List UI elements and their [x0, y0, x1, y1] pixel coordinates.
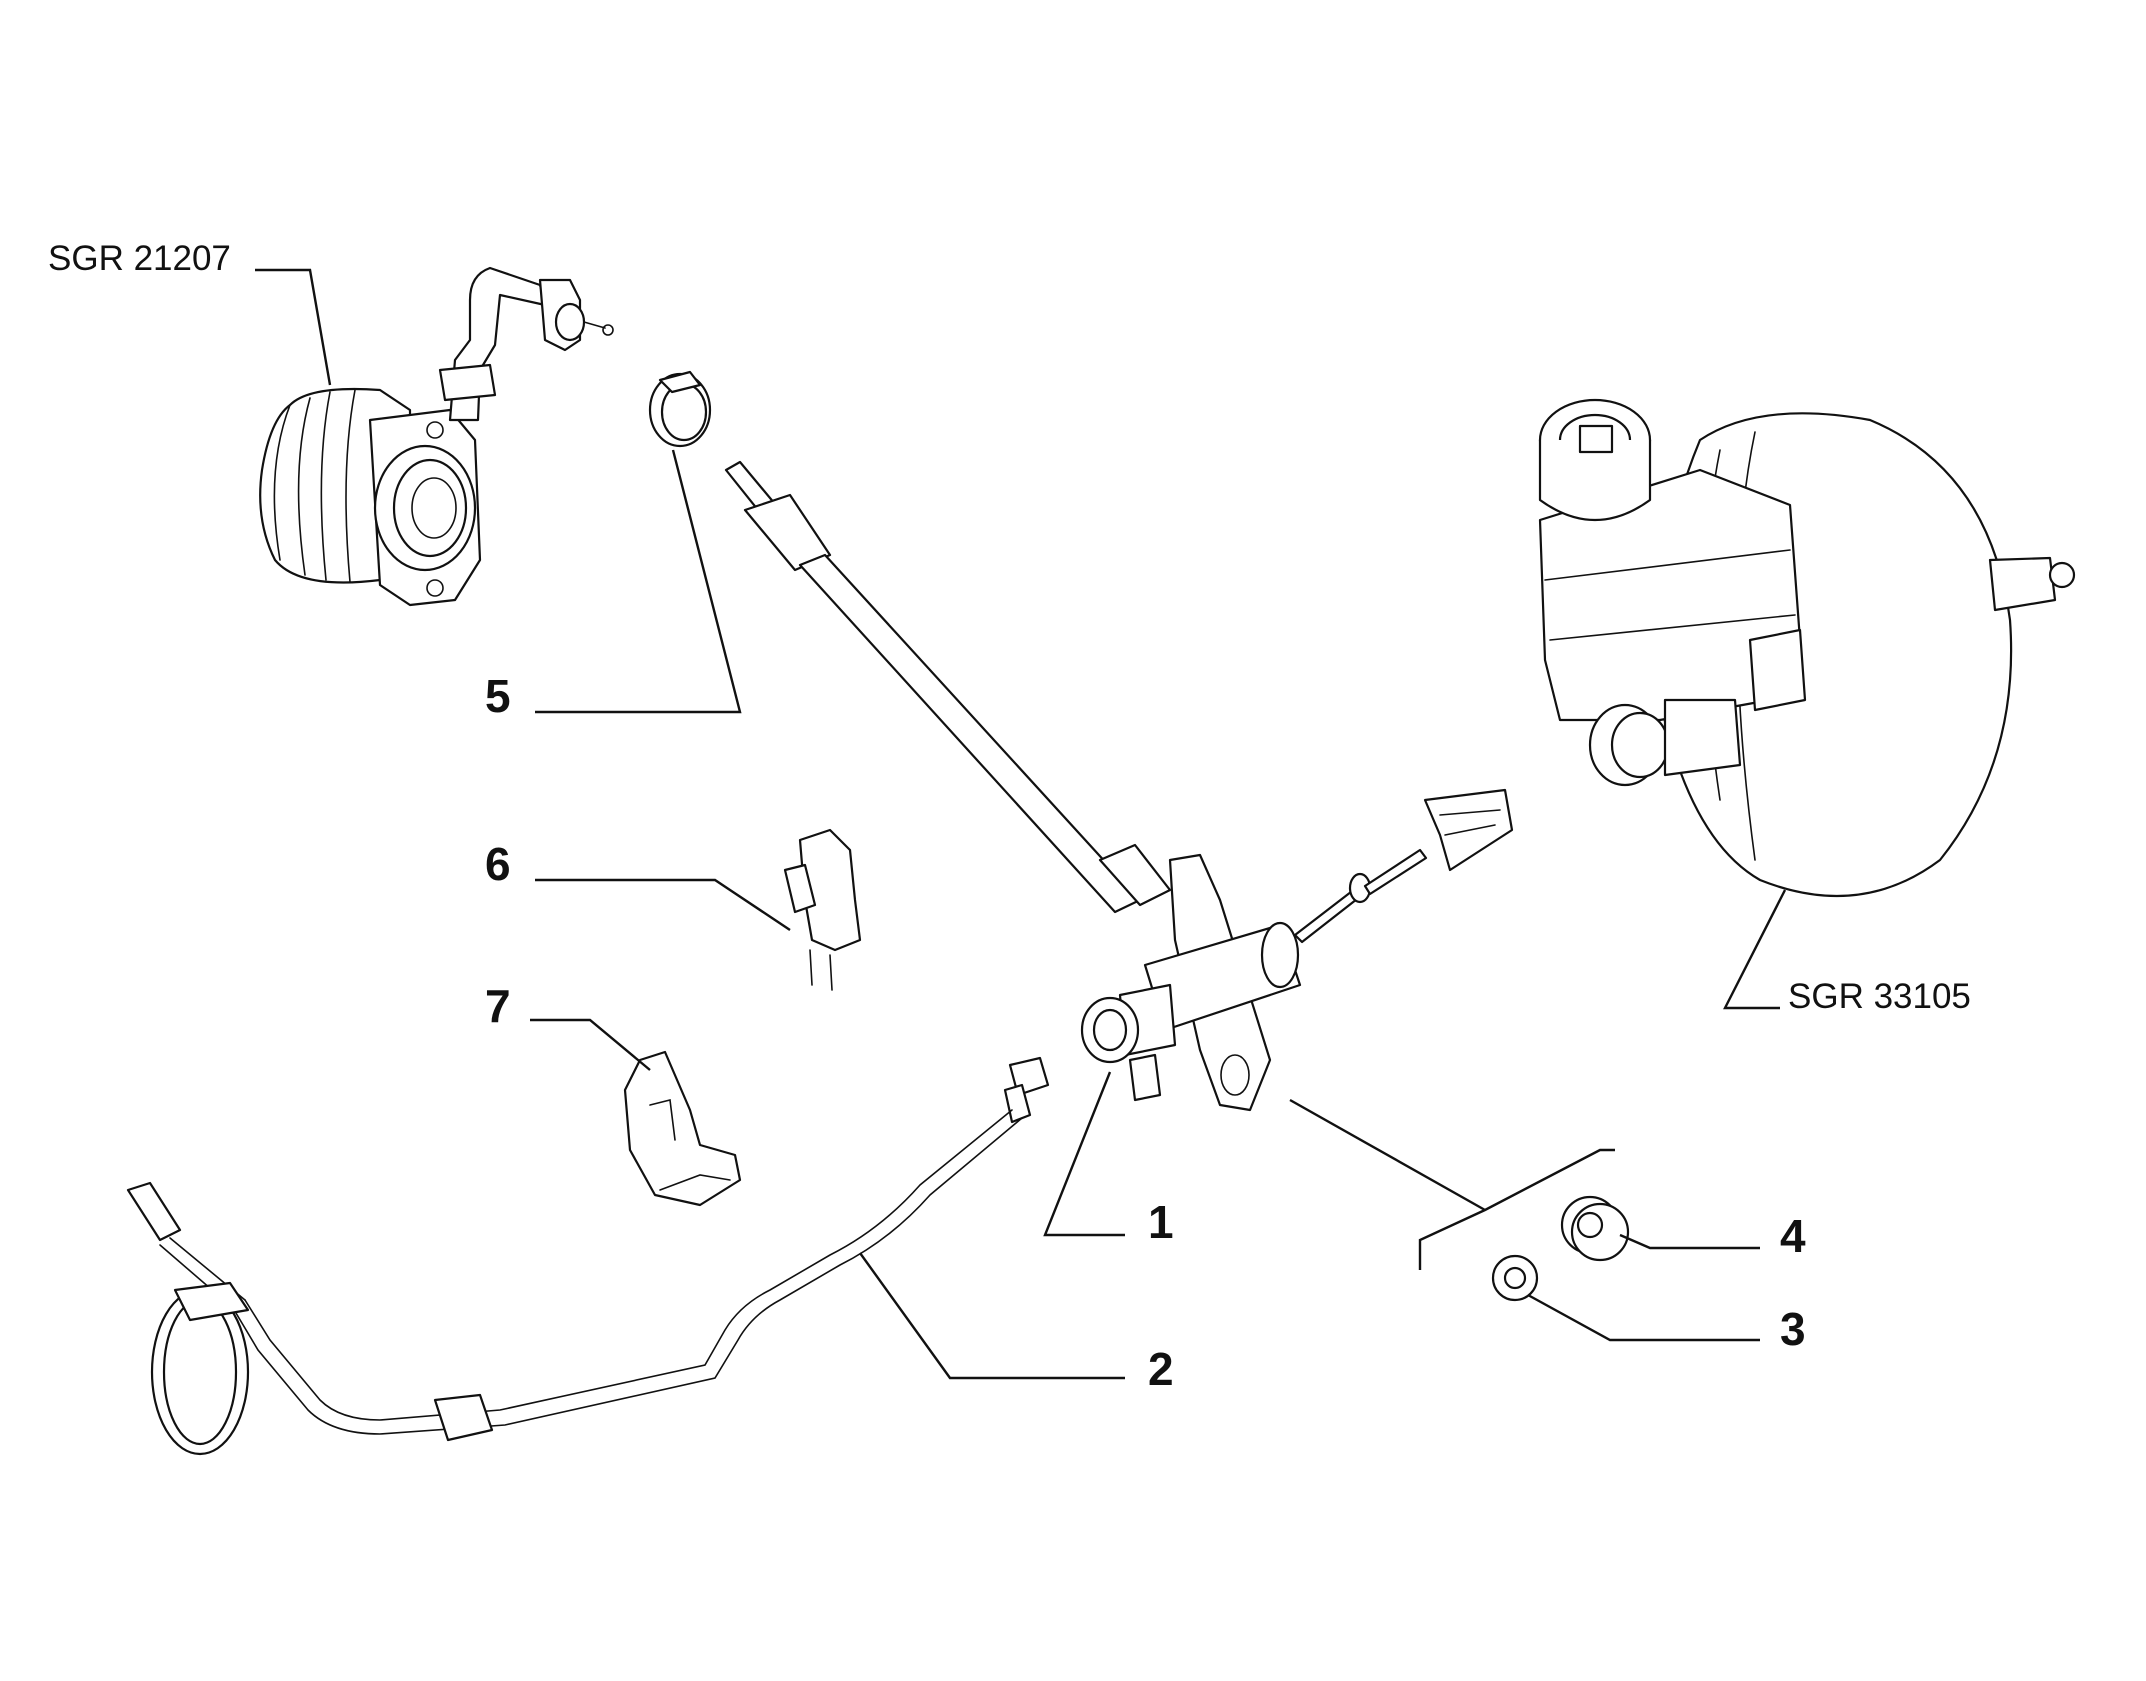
leader-sgr-21207: [255, 268, 332, 386]
ref-label-brake-booster: SGR 33105: [1788, 977, 1971, 1016]
clutch-master-cylinder: [1080, 788, 1514, 1112]
clutch-hose: [724, 460, 1172, 914]
brake-booster-assembly: [1538, 398, 2076, 898]
leader-lines: [255, 268, 1787, 1380]
leader-1: [1043, 1071, 1125, 1237]
callout-5: 5: [485, 670, 511, 722]
leader-2: [859, 1252, 1125, 1380]
callout-4: 4: [1780, 1210, 1806, 1262]
clip-ring: [648, 370, 712, 448]
leader-sgr-33105: [1723, 889, 1787, 1010]
callout-3: 3: [1780, 1303, 1806, 1355]
release-bearing-assembly: [259, 266, 614, 607]
ref-label-release-bearing: SGR 21207: [48, 239, 231, 278]
callout-2: 2: [1148, 1343, 1174, 1395]
group-bracket-lines: [1289, 1098, 1615, 1270]
labels: SGR 21207 SGR 33105 5 6 7 1 2 4 3: [48, 239, 1971, 1395]
bracket-7: [623, 1050, 742, 1207]
bushing-4: [1560, 1195, 1630, 1262]
callout-1: 1: [1148, 1196, 1174, 1248]
washer-3: [1491, 1254, 1539, 1302]
leader-3: [1527, 1293, 1760, 1342]
hydraulic-line: [126, 1056, 1050, 1456]
leader-4: [1619, 1233, 1760, 1250]
callout-7: 7: [485, 980, 511, 1032]
leader-5: [535, 449, 742, 714]
callout-6: 6: [485, 838, 511, 890]
retaining-clip-6: [783, 828, 862, 991]
leader-6: [535, 878, 791, 931]
leader-7: [530, 1018, 651, 1071]
